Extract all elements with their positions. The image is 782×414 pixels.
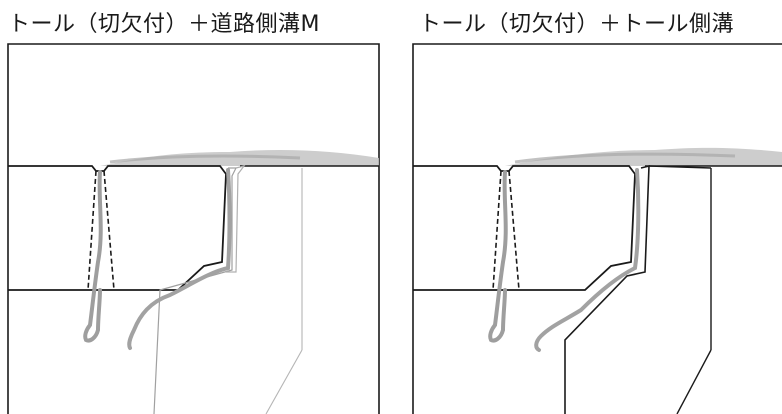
gutter-outer-wall	[226, 165, 246, 273]
surface-sediment	[505, 147, 782, 166]
surface-sediment-streak	[514, 152, 736, 164]
surface-sediment-streak	[109, 154, 301, 164]
cross-section-drawing-right	[412, 43, 782, 414]
diagram-panel-left: トール（切欠付）＋道路側溝M	[0, 0, 390, 414]
gutter-outline	[153, 167, 237, 414]
seepage-flow-joint	[127, 168, 232, 350]
toll-gutter-top	[648, 165, 712, 169]
frame-outline	[7, 43, 380, 414]
frame-outline	[412, 43, 782, 414]
notch-dashed-right	[103, 170, 115, 291]
curb-block-outline	[8, 165, 227, 291]
curb-block-outline	[413, 165, 636, 291]
seepage-flow-notch	[488, 170, 508, 343]
cross-section-drawing-left	[7, 43, 380, 414]
notch-dashed-left	[492, 170, 502, 291]
seepage-flow-joint	[534, 168, 641, 352]
panel-title-right: トール（切欠付）＋トール側溝	[419, 12, 735, 37]
panel-title-left: トール（切欠付）＋道路側溝M	[8, 12, 320, 37]
diagram-panel-right: トール（切欠付）＋トール側溝	[405, 0, 782, 414]
toll-gutter-outline	[564, 164, 650, 414]
seepage-flow-notch	[83, 170, 103, 343]
notch-dashed-left	[87, 170, 97, 291]
toll-gutter-slope	[676, 349, 712, 414]
notch-dashed-right	[508, 170, 520, 291]
gutter-slope	[265, 349, 303, 414]
surface-sediment	[100, 150, 379, 166]
